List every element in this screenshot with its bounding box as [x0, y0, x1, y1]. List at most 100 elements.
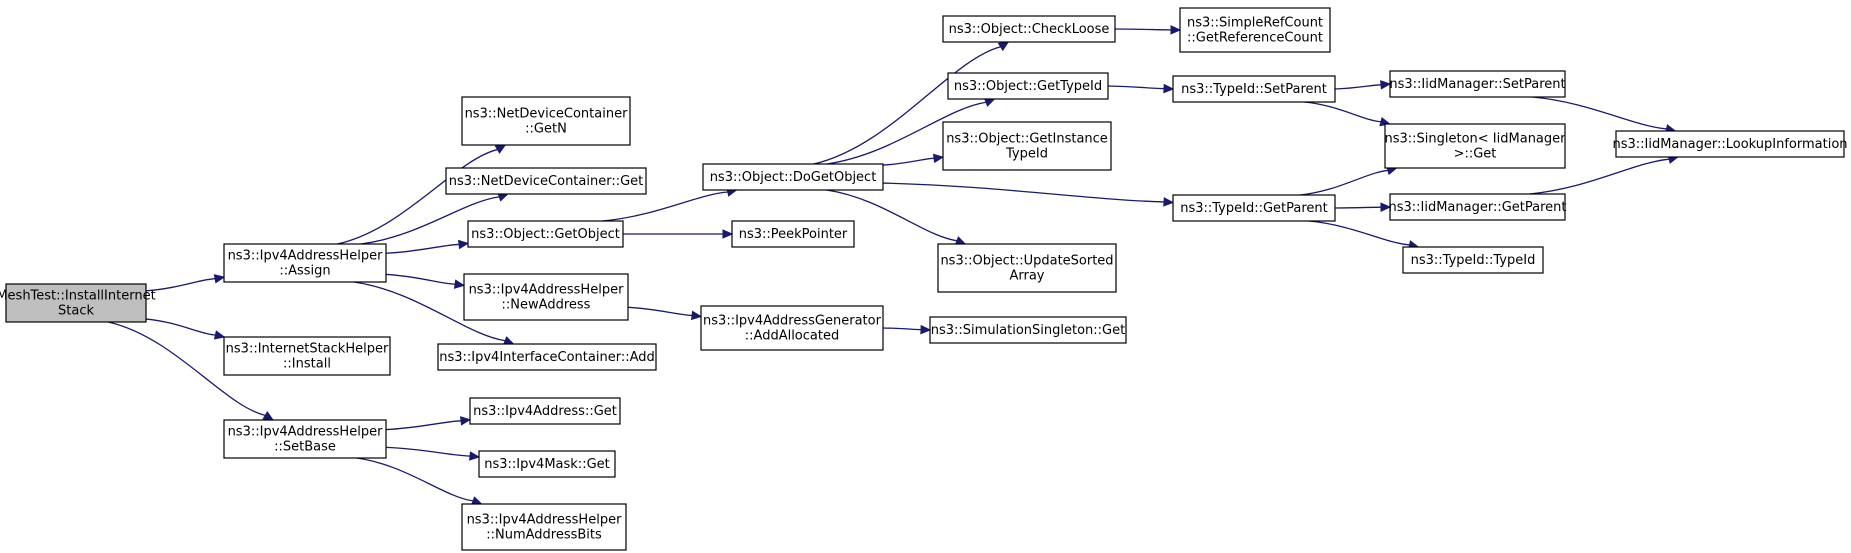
edge-getparent-to-singleton: [1300, 169, 1388, 196]
edge-getparent-to-typeidctor: [1308, 220, 1410, 246]
arrowhead-root-to-install: [213, 330, 226, 340]
node-lookup[interactable]: ns3::IidManager::LookupInformation: [1612, 130, 1848, 158]
node-label-getinstance-line-0: ns3::Object::GetInstance: [946, 132, 1108, 147]
node-label-numbits-line-1: ::NumAddressBits: [486, 528, 602, 543]
node-numbits[interactable]: ns3::Ipv4AddressHelper::NumAddressBits: [461, 503, 627, 551]
node-label-addrget-line-0: ns3::Ipv4Address::Get: [473, 404, 617, 419]
node-label-addallocated-line-1: ::AddAllocated: [745, 329, 839, 344]
node-label-maskget-line-0: ns3::Ipv4Mask::Get: [484, 457, 610, 472]
node-install[interactable]: ns3::InternetStackHelper::Install: [223, 336, 391, 376]
node-box-addrget: [469, 397, 621, 425]
node-peekpointer[interactable]: ns3::PeekPointer: [731, 220, 855, 248]
node-iidgetparent[interactable]: ns3::IidManager::GetParent: [1388, 193, 1567, 221]
arrowhead-assign-to-getobject: [457, 239, 470, 250]
node-getparent[interactable]: ns3::TypeId::GetParent: [1172, 194, 1336, 222]
edge-dogetobject-to-getinstance: [882, 157, 935, 166]
arrowhead-assign-to-icadd: [502, 336, 515, 346]
node-box-getinstance: [942, 121, 1112, 171]
node-ndcget[interactable]: ns3::NetDeviceContainer::Get: [445, 167, 647, 195]
edge-setbase-to-addrget: [385, 420, 462, 431]
node-box-iidgetparent: [1389, 193, 1566, 221]
edge-iidgetparent-to-lookup: [1529, 158, 1670, 195]
node-box-install: [223, 336, 391, 376]
node-label-typeidctor-line-0: ns3::TypeId::TypeId: [1411, 253, 1536, 268]
node-label-setbase-line-0: ns3::Ipv4AddressHelper: [228, 425, 384, 440]
node-label-lookup-line-0: ns3::IidManager::LookupInformation: [1612, 137, 1847, 152]
node-refcount[interactable]: ns3::SimpleRefCount::GetReferenceCount: [1179, 7, 1331, 53]
node-typeidctor[interactable]: ns3::TypeId::TypeId: [1402, 246, 1544, 274]
node-label-ndcget-line-0: ns3::NetDeviceContainer::Get: [449, 174, 644, 189]
edge-assign-to-getn: [337, 148, 498, 245]
node-addrget[interactable]: ns3::Ipv4Address::Get: [469, 397, 621, 425]
arrowhead-dogetobject-to-checkloose: [997, 41, 1010, 52]
node-newaddress[interactable]: ns3::Ipv4AddressHelper::NewAddress: [463, 273, 629, 321]
arrowhead-setbase-to-addrget: [460, 416, 472, 426]
node-setparent[interactable]: ns3::TypeId::SetParent: [1172, 75, 1336, 103]
node-maskget[interactable]: ns3::Ipv4Mask::Get: [478, 450, 616, 478]
arrowhead-gettypeid-to-setparent: [1163, 83, 1175, 94]
arrowhead-newaddress-to-addallocated: [690, 310, 703, 321]
edge-newaddress-to-addallocated: [627, 306, 693, 317]
arrowhead-dogetobject-to-gettypeid: [983, 97, 996, 107]
node-box-newaddress: [463, 273, 629, 321]
node-gettypeid[interactable]: ns3::Object::GetTypeId: [947, 72, 1109, 100]
node-checkloose[interactable]: ns3::Object::CheckLoose: [942, 15, 1116, 43]
edge-dogetobject-to-gettypeid: [826, 101, 987, 165]
node-label-simget-line-0: ns3::SimulationSingleton::Get: [931, 323, 1125, 338]
edge-assign-to-ndcget: [360, 196, 500, 245]
node-box-simget: [929, 316, 1127, 344]
node-box-numbits: [461, 503, 627, 551]
node-box-checkloose: [942, 15, 1116, 43]
node-getn[interactable]: ns3::NetDeviceContainer::GetN: [461, 96, 631, 146]
edge-setparent-to-singleton: [1304, 101, 1382, 123]
edge-getparent-to-iidgetparent: [1334, 206, 1382, 209]
node-box-iidsetparent: [1389, 70, 1566, 98]
node-setbase[interactable]: ns3::Ipv4AddressHelper::SetBase: [223, 419, 387, 459]
node-label-dogetobject-line-0: ns3::Object::DoGetObject: [710, 170, 877, 185]
arrowhead-dogetobject-to-getparent: [1163, 197, 1175, 207]
arrowhead-dogetobject-to-updatesorted: [954, 236, 967, 246]
edge-setparent-to-iidsetparent: [1334, 84, 1382, 90]
node-singleton[interactable]: ns3::Singleton< IidManager>::Get: [1384, 123, 1566, 169]
node-assign[interactable]: ns3::Ipv4AddressHelper::Assign: [223, 243, 387, 283]
arrowhead-setparent-to-iidsetparent: [1380, 80, 1392, 90]
node-box-peekpointer: [731, 220, 855, 248]
node-iidsetparent[interactable]: ns3::IidManager::SetParent: [1389, 70, 1566, 98]
node-label-singleton-line-1: >::Get: [1454, 147, 1497, 162]
node-label-assign-line-1: ::Assign: [279, 264, 330, 279]
node-box-maskget: [478, 450, 616, 478]
node-label-gettypeid-line-0: ns3::Object::GetTypeId: [954, 79, 1102, 94]
node-box-singleton: [1384, 123, 1566, 169]
node-label-getobject-line-0: ns3::Object::GetObject: [471, 227, 620, 242]
node-label-getparent-line-0: ns3::TypeId::GetParent: [1180, 201, 1328, 216]
node-label-newaddress-line-0: ns3::Ipv4AddressHelper: [469, 283, 625, 298]
node-box-updatesorted: [937, 243, 1117, 293]
node-simget[interactable]: ns3::SimulationSingleton::Get: [929, 316, 1127, 344]
arrowhead-setbase-to-maskget: [469, 451, 481, 461]
node-label-updatesorted-line-1: Array: [1009, 269, 1044, 284]
node-label-setbase-line-1: ::SetBase: [274, 440, 336, 455]
node-label-updatesorted-line-0: ns3::Object::UpdateSorted: [940, 254, 1113, 269]
node-icadd[interactable]: ns3::Ipv4InterfaceContainer::Add: [437, 343, 657, 371]
node-getobject[interactable]: ns3::Object::GetObject: [467, 220, 624, 248]
node-box-getn: [461, 96, 631, 146]
node-label-checkloose-line-0: ns3::Object::CheckLoose: [949, 22, 1110, 37]
node-box-typeidctor: [1402, 246, 1544, 274]
edge-dogetobject-to-updatesorted: [826, 189, 957, 242]
arrowhead-addallocated-to-simget: [920, 324, 932, 335]
node-addallocated[interactable]: ns3::Ipv4AddressGenerator::AddAllocated: [700, 305, 884, 351]
edge-setbase-to-maskget: [385, 446, 471, 457]
node-label-root-line-0: MeshTest::InstallInternet: [0, 289, 156, 304]
arrowhead-root-to-assign: [213, 274, 226, 284]
arrowhead-checkloose-to-refcount: [1170, 25, 1182, 35]
node-box-getobject: [467, 220, 624, 248]
node-dogetobject[interactable]: ns3::Object::DoGetObject: [702, 163, 884, 191]
node-box-lookup: [1615, 130, 1845, 158]
edge-assign-to-icadd: [353, 281, 506, 342]
node-label-newaddress-line-1: ::NewAddress: [502, 298, 591, 313]
edge-dogetobject-to-getparent: [882, 182, 1165, 203]
